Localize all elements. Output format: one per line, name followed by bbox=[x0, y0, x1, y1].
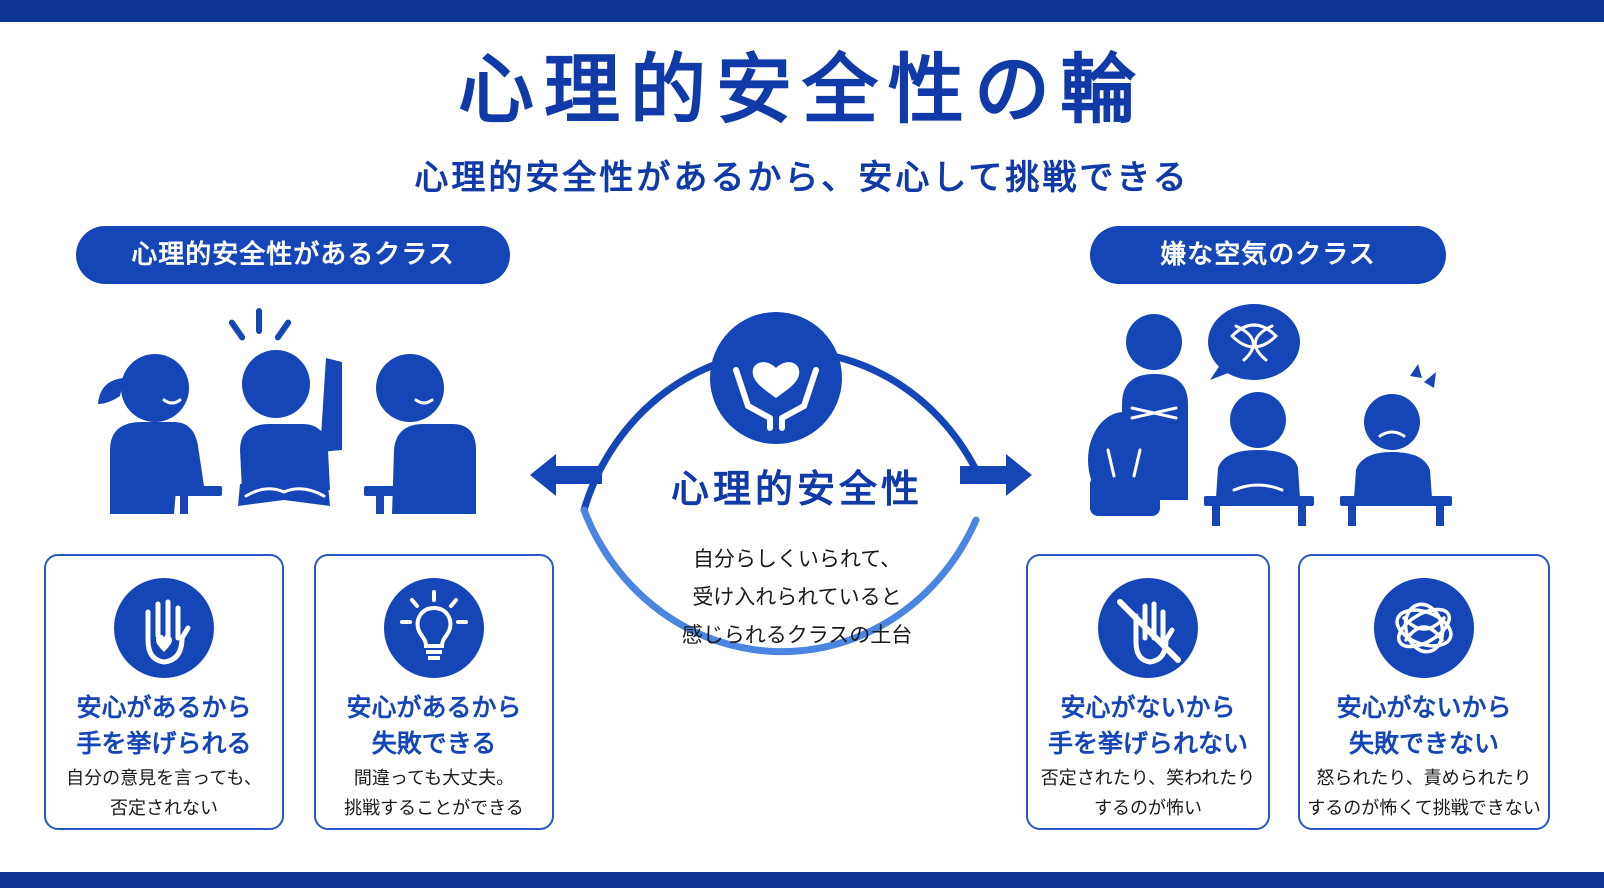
bottom-border-bar bbox=[0, 872, 1604, 888]
card-title: 安心があるから 失敗できる bbox=[316, 690, 552, 762]
card-title-line: 失敗できる bbox=[371, 729, 497, 758]
center-desc-line: 感じられるクラスの土台 bbox=[681, 623, 913, 647]
card-desc-line: 怒られたり、責められたり bbox=[1316, 768, 1532, 789]
card-title-line: 安心があるから bbox=[346, 693, 522, 722]
tangled-scribble-icon bbox=[1374, 578, 1474, 678]
card-desc-line: 否定されたり、笑われたり bbox=[1040, 768, 1256, 789]
card-description: 間違っても大丈夫。 挑戦することができる bbox=[316, 764, 552, 824]
center-desc-line: 自分らしくいられて、 bbox=[692, 547, 902, 571]
card-desc-line: 否定されない bbox=[110, 798, 218, 819]
card-cannot-raise-hand: 安心がないから 手を挙げられない 否定されたり、笑われたり するのが怖い bbox=[1026, 554, 1270, 830]
bad-atmosphere-class-label: 嫌な空気のクラス bbox=[1090, 226, 1446, 284]
page-title: 心理的安全性の輪 bbox=[458, 45, 1146, 134]
card-title-line: 失敗できない bbox=[1348, 729, 1499, 758]
card-title-line: 手を挙げられない bbox=[1047, 729, 1248, 758]
center-description: 自分らしくいられて、 受け入れられていると 感じられるクラスの土台 bbox=[632, 540, 962, 654]
card-desc-line: 自分の意見を言っても、 bbox=[66, 768, 262, 789]
card-raise-hand: 安心があるから 手を挙げられる 自分の意見を言っても、 否定されない bbox=[44, 554, 284, 830]
card-title-line: 安心があるから bbox=[76, 693, 252, 722]
left-arrow-icon bbox=[530, 454, 602, 496]
card-cannot-fail: 安心がないから 失敗できない 怒られたり、責められたり するのが怖くて挑戦できな… bbox=[1298, 554, 1550, 830]
card-title-line: 安心がないから bbox=[1336, 693, 1512, 722]
right-arrow-icon bbox=[960, 454, 1032, 496]
anxious-students-illustration bbox=[1088, 304, 1452, 526]
card-desc-line: 間違っても大丈夫。 bbox=[353, 768, 515, 789]
center-label: 心理的安全性 bbox=[670, 467, 923, 511]
page-subtitle: 心理的安全性があるから、安心して挑戦できる bbox=[414, 158, 1190, 198]
top-border-bar bbox=[0, 0, 1604, 22]
open-hand-heart-icon bbox=[114, 578, 214, 678]
card-can-fail: 安心があるから 失敗できる 間違っても大丈夫。 挑戦することができる bbox=[314, 554, 554, 830]
card-title: 安心があるから 手を挙げられる bbox=[46, 690, 282, 762]
safe-class-label: 心理的安全性があるクラス bbox=[76, 226, 510, 284]
card-title: 安心がないから 失敗できない bbox=[1300, 690, 1548, 762]
card-desc-line: するのが怖くて挑戦できない bbox=[1307, 798, 1541, 819]
card-title-line: 安心がないから bbox=[1060, 693, 1236, 722]
card-description: 自分の意見を言っても、 否定されない bbox=[46, 764, 282, 824]
lightbulb-icon bbox=[384, 578, 484, 678]
crossed-hand-icon bbox=[1098, 578, 1198, 678]
card-description: 否定されたり、笑われたり するのが怖い bbox=[1028, 764, 1268, 824]
card-desc-line: するのが怖い bbox=[1094, 798, 1202, 819]
card-title-line: 手を挙げられる bbox=[76, 729, 252, 758]
happy-students-illustration bbox=[98, 308, 476, 514]
card-desc-line: 挑戦することができる bbox=[344, 798, 524, 819]
card-description: 怒られたり、責められたり するのが怖くて挑戦できない bbox=[1300, 764, 1548, 824]
card-title: 安心がないから 手を挙げられない bbox=[1028, 690, 1268, 762]
hands-holding-heart-icon bbox=[710, 312, 842, 444]
center-desc-line: 受け入れられていると bbox=[692, 585, 902, 609]
